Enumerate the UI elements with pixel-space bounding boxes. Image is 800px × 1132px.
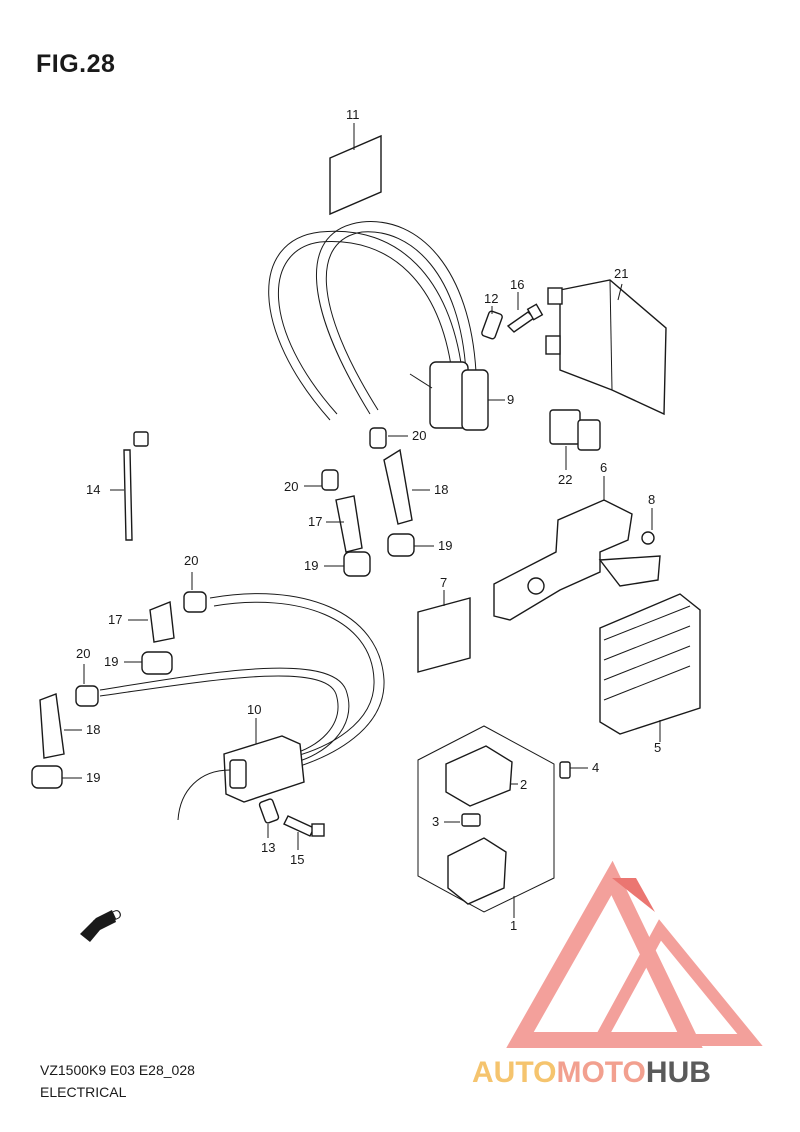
callout-1: 1 — [510, 918, 517, 933]
part-19-boot-b — [324, 551, 371, 577]
callout-2: 2 — [520, 777, 527, 792]
part-14-cable-tie — [110, 431, 149, 541]
watermark-auto: AUTO — [472, 1056, 556, 1089]
part-7-insulator — [417, 590, 471, 673]
part-20-grommet-d — [75, 664, 99, 707]
callout-17a: 17 — [308, 514, 322, 529]
part-4-screw — [559, 761, 588, 779]
watermark-text: AUTOMOTOHUB — [472, 1056, 711, 1089]
part-17-plug-cap-lower — [128, 601, 175, 643]
callout-16: 16 — [510, 277, 524, 292]
part-10-ignition-coil-lower — [99, 593, 385, 821]
callout-19b: 19 — [304, 558, 318, 573]
callout-20b: 20 — [284, 479, 298, 494]
watermark-hub: HUB — [646, 1056, 711, 1089]
fwd-arrow-icon: FWD — [80, 906, 124, 942]
callout-20c: 20 — [184, 553, 198, 568]
callout-7: 7 — [440, 575, 447, 590]
part-9-ignition-coil-upper — [268, 221, 505, 431]
watermark-moto: MOTO — [556, 1056, 645, 1089]
callout-8: 8 — [648, 492, 655, 507]
part-12-sleeve-upper — [481, 306, 503, 340]
watermark-logo — [506, 860, 763, 1048]
part-5-regulator — [599, 593, 701, 742]
part-19-boot-a — [387, 533, 434, 557]
part-19-boot-d — [31, 765, 82, 789]
part-2-relay-cover — [445, 745, 518, 807]
callout-19d: 19 — [86, 770, 100, 785]
callout-6: 6 — [600, 460, 607, 475]
callout-9: 9 — [507, 392, 514, 407]
figure-title: FIG.28 — [36, 50, 116, 78]
callout-14: 14 — [86, 482, 100, 497]
callout-3: 3 — [432, 814, 439, 829]
callout-18b: 18 — [86, 722, 100, 737]
starter-relay-assembly-box — [417, 725, 555, 918]
callout-10: 10 — [247, 702, 261, 717]
callout-5: 5 — [654, 740, 661, 755]
part-11-label-plate — [329, 123, 382, 216]
callout-12: 12 — [484, 291, 498, 306]
part-15-bolt-lower — [283, 815, 325, 850]
part-20-grommet-c — [183, 572, 207, 613]
part-6-bracket — [493, 476, 661, 621]
fwd-label: FWD — [91, 906, 124, 932]
callout-22: 22 — [558, 472, 572, 487]
model-code: VZ1500K9 E03 E28_028 — [40, 1062, 195, 1078]
part-20-grommet-a — [369, 427, 408, 449]
part-1-starter-relay — [447, 837, 507, 905]
part-20-grommet-b — [304, 469, 339, 491]
part-18-plug-cap-upper — [383, 448, 430, 525]
part-16-bolt — [506, 292, 544, 333]
part-21-ecm-unit — [545, 279, 667, 416]
part-19-boot-c — [124, 651, 173, 675]
part-3-fuse — [444, 813, 481, 827]
callout-15: 15 — [290, 852, 304, 867]
callout-20d: 20 — [76, 646, 90, 661]
callout-21: 21 — [614, 266, 628, 281]
part-18-plug-cap-lower — [39, 693, 82, 759]
part-17-plug-cap-upper — [326, 495, 363, 553]
part-13-sleeve-lower — [258, 798, 280, 838]
callout-11: 11 — [346, 107, 360, 122]
callout-13: 13 — [261, 840, 275, 855]
callout-4: 4 — [592, 760, 599, 775]
part-8-bolt — [641, 508, 655, 545]
callout-17b: 17 — [108, 612, 122, 627]
callout-19a: 19 — [438, 538, 452, 553]
part-22-relay — [549, 409, 601, 470]
callout-19c: 19 — [104, 654, 118, 669]
callout-18a: 18 — [434, 482, 448, 497]
callout-20a: 20 — [412, 428, 426, 443]
section-name: ELECTRICAL — [40, 1084, 127, 1100]
